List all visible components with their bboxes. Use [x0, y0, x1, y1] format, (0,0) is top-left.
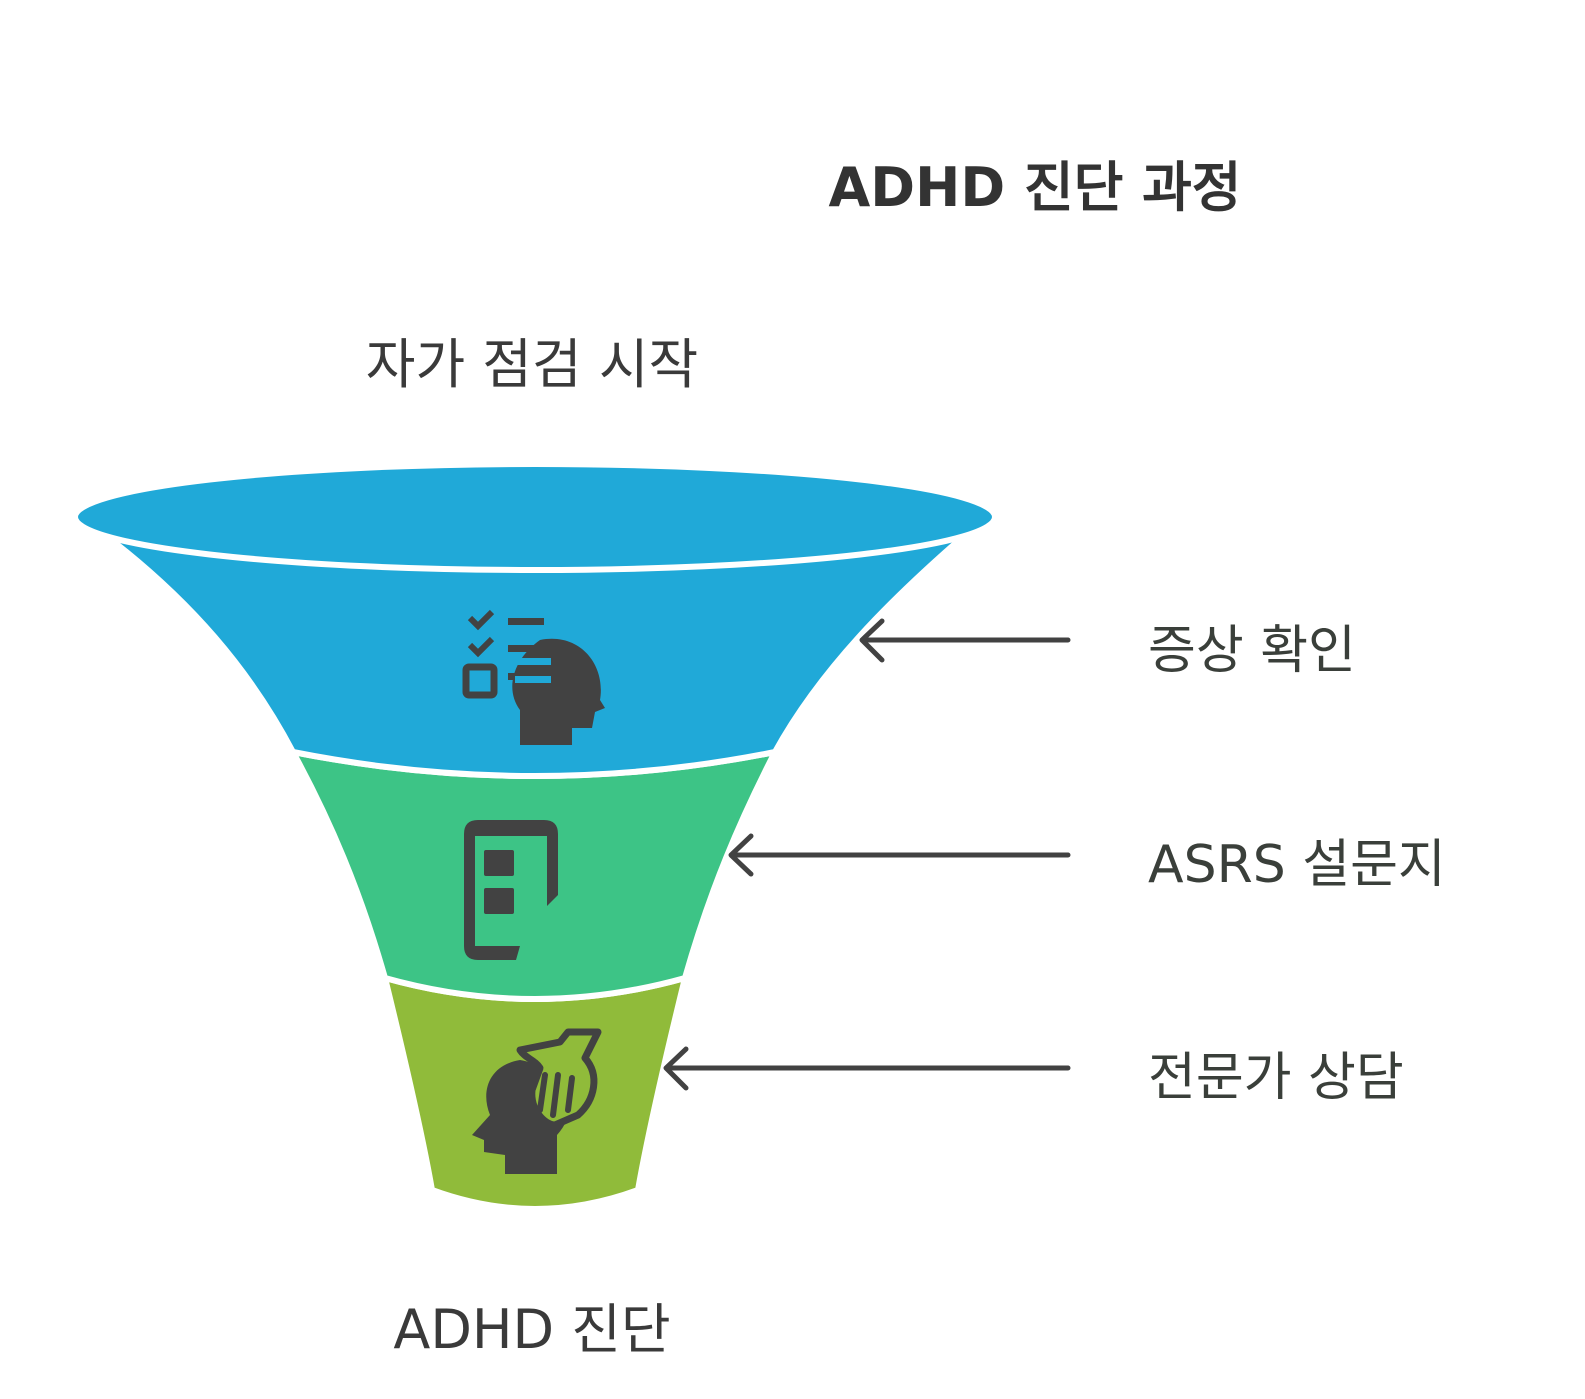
funnel-top-label: 자가 점검 시작 — [365, 333, 699, 396]
head-hand-icon — [472, 1028, 602, 1174]
arrow-stage-2 — [728, 833, 1071, 877]
checklist-head-icon — [462, 609, 605, 745]
funnel-stage-2 — [287, 747, 781, 1002]
diagram-title: ADHD 진단 과정 — [828, 156, 1242, 219]
stage-1-label: 증상 확인 — [1148, 621, 1356, 681]
arrow-stage-3 — [663, 1046, 1071, 1091]
stage-2-label: ASRS 설문지 — [1148, 835, 1446, 895]
funnel-bottom-label: ADHD 진단 — [393, 1298, 671, 1361]
arrow-stage-1 — [859, 618, 1071, 663]
stage-3-label: 전문가 상담 — [1148, 1048, 1404, 1108]
mobile-form-icon — [464, 820, 558, 960]
funnel-rim — [72, 461, 998, 573]
